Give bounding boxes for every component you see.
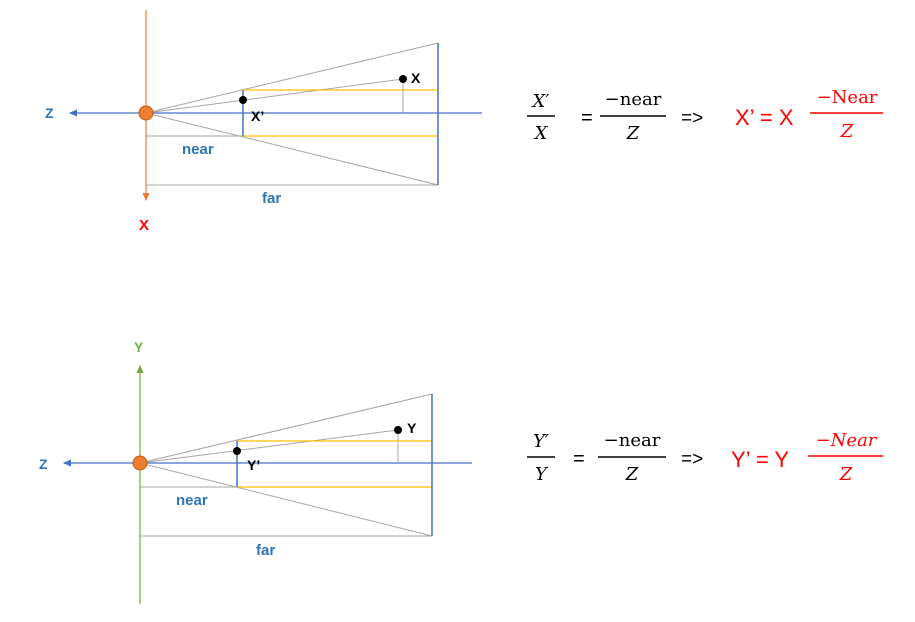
lhs-denominator: Y [535,464,549,485]
far-label: far [256,542,275,559]
ray-to-point [145,78,404,114]
frustum-lower-edge [139,462,433,537]
x-axis-label: X [139,217,149,234]
frustum-lower-edge [145,112,439,186]
rhs-numerator: −near [605,89,662,110]
camera-origin [138,105,154,121]
point-x-projected-label: X’ [251,108,264,124]
frustum-upper-edge [139,393,433,464]
point-y [394,426,402,434]
ray-to-point [139,429,399,464]
equals-sign: = [581,107,593,129]
result-numerator: −Near [816,430,878,451]
point-y-label: Y [407,420,417,436]
point-y-projected-label: Y’ [247,457,260,473]
far-label: far [262,190,281,207]
result-lhs: X’ = X [735,105,794,130]
point-x-label: X [411,70,421,86]
equals-sign: = [573,448,585,470]
implies-arrow: => [681,108,703,129]
near-label: near [176,492,208,509]
point-x [399,75,407,83]
frustum-upper-edge [145,42,439,114]
point-y-projected [233,447,241,455]
result-denominator: Z [839,464,853,485]
formula-y: Y′ Y = −near Z => Y’ = Y −Near Z [527,430,883,485]
z-axis-label: Z [45,105,54,121]
rhs-denominator: Z [626,123,640,144]
implies-arrow: => [681,449,703,470]
result-numerator: −Near [817,87,878,108]
rhs-numerator: −near [604,430,661,451]
bottom-diagram: Z Y Y Y’ near far [39,339,472,604]
z-axis-label: Z [39,456,48,472]
point-x-projected [239,96,247,104]
lhs-denominator: X [533,123,549,144]
top-diagram: Z X X X’ near far [45,10,482,234]
lhs-numerator: X′ [531,91,550,112]
result-denominator: Z [840,121,854,142]
near-label: near [182,141,214,158]
camera-origin [132,455,148,471]
lhs-numerator: Y′ [533,431,549,452]
formula-x: X′ X = −near Z => X’ = X −Near Z [527,87,883,144]
y-axis-label: Y [134,339,144,355]
result-lhs: Y’ = Y [731,447,789,472]
rhs-denominator: Z [625,464,639,485]
